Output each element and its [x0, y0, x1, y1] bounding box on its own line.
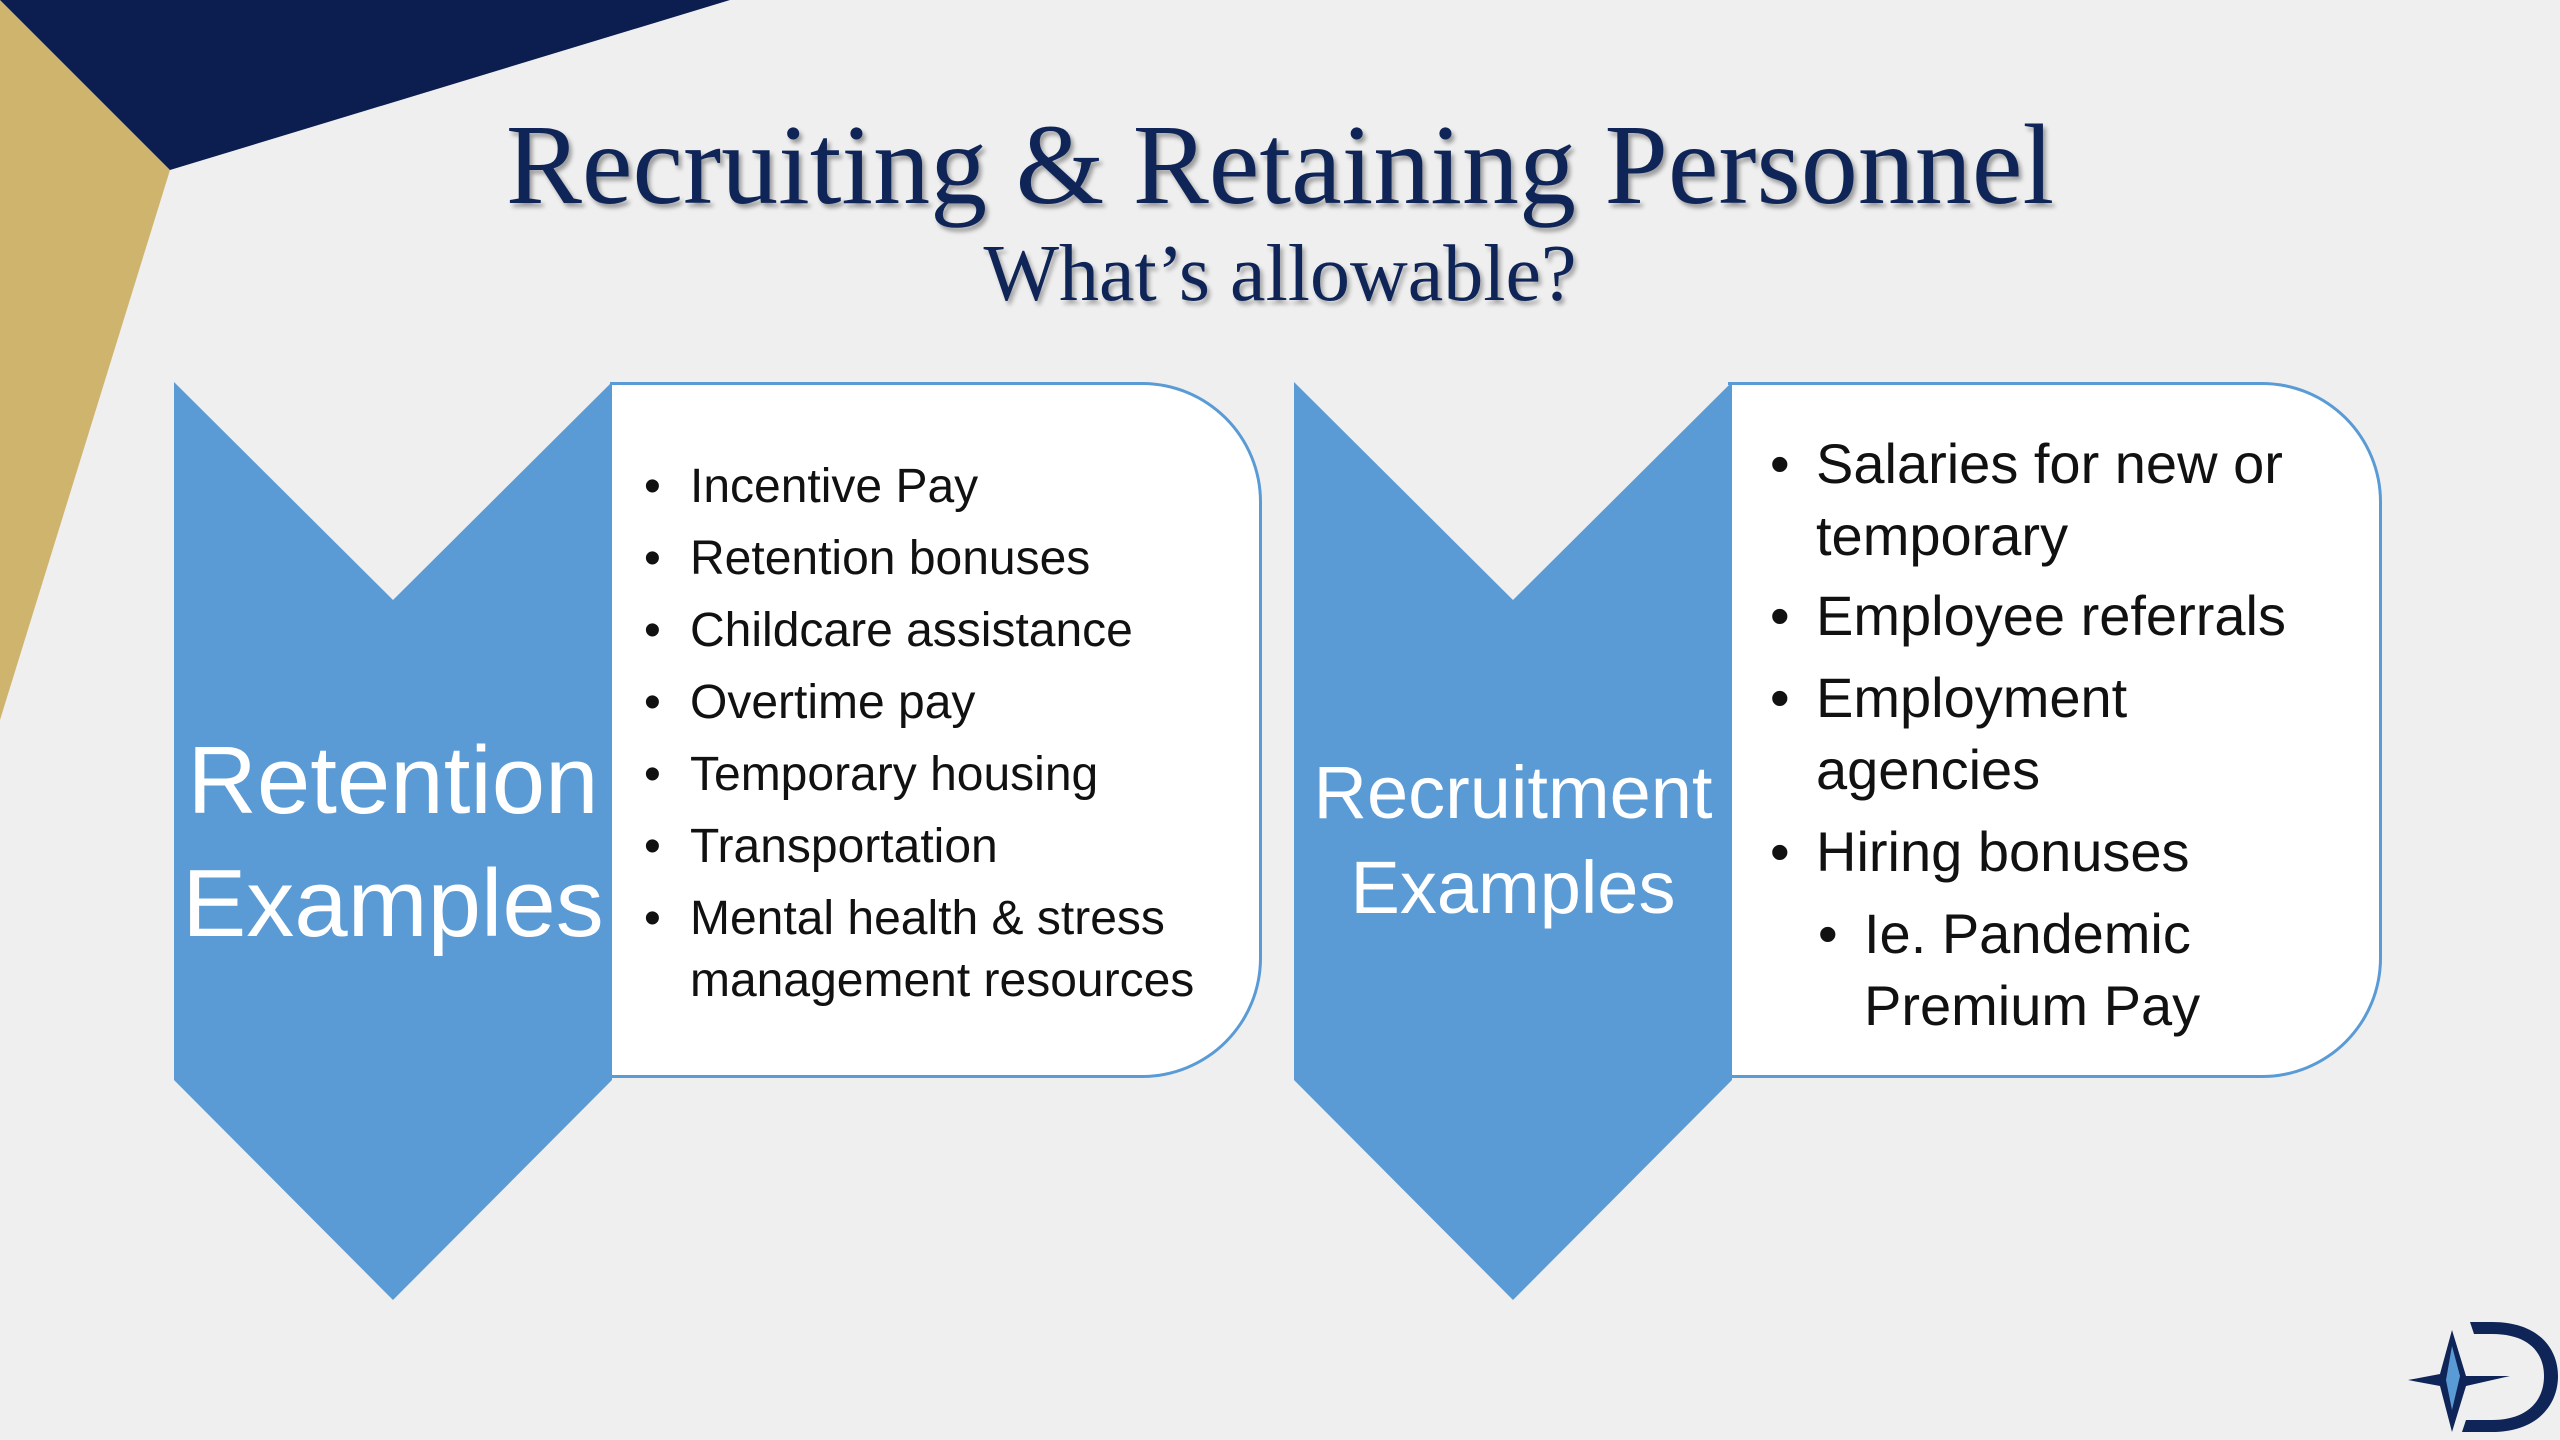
list-item: Employment [1770, 663, 2127, 733]
retention-panel: Incentive Pay Retention bonuses Childcar… [610, 382, 1262, 1078]
recruitment-panel: Salaries for new or temporary Employee r… [1728, 382, 2382, 1078]
recruitment-label: Recruitment Examples [1294, 746, 1732, 935]
list-item-continuation: temporary [1816, 504, 2069, 567]
retention-label-line2: Examples [182, 849, 604, 957]
retention-chevron [174, 382, 612, 1300]
list-item: Retention bonuses [644, 529, 1090, 589]
slide-title: Recruiting & Retaining Personnel [505, 101, 2055, 228]
list-item: Overtime pay [644, 673, 975, 733]
retention-label: Retention Examples [174, 720, 612, 966]
list-item: Transportation [644, 817, 998, 877]
retention-label-line1: Retention [187, 727, 599, 834]
recruitment-label-line1: Recruitment [1313, 751, 1713, 834]
corner-decoration [0, 0, 730, 720]
recruitment-chevron [1294, 382, 1732, 1300]
list-item: Temporary housing [644, 745, 1098, 805]
navy-corner-shape [0, 0, 730, 170]
slide-subtitle: What’s allowable? [983, 230, 1577, 318]
list-item: Incentive Pay [644, 457, 978, 517]
list-item-continuation: management resources [690, 954, 1195, 1007]
recruitment-label-line2: Examples [1350, 845, 1676, 929]
list-item-continuation: agencies [1816, 738, 2041, 801]
list-item: Employee referrals [1770, 581, 2286, 651]
list-item: Salaries for new or [1770, 429, 2283, 499]
list-item: Hiring bonuses [1770, 817, 2189, 887]
list-item: Childcare assistance [644, 601, 1133, 661]
sub-list-item-continuation: Premium Pay [1864, 974, 2201, 1037]
star-d-logo-icon [2408, 1322, 2558, 1432]
sub-list-item: Ie. Pandemic [1818, 899, 2191, 969]
list-item: Mental health & stress [644, 889, 1165, 949]
gold-corner-shape [0, 0, 170, 720]
